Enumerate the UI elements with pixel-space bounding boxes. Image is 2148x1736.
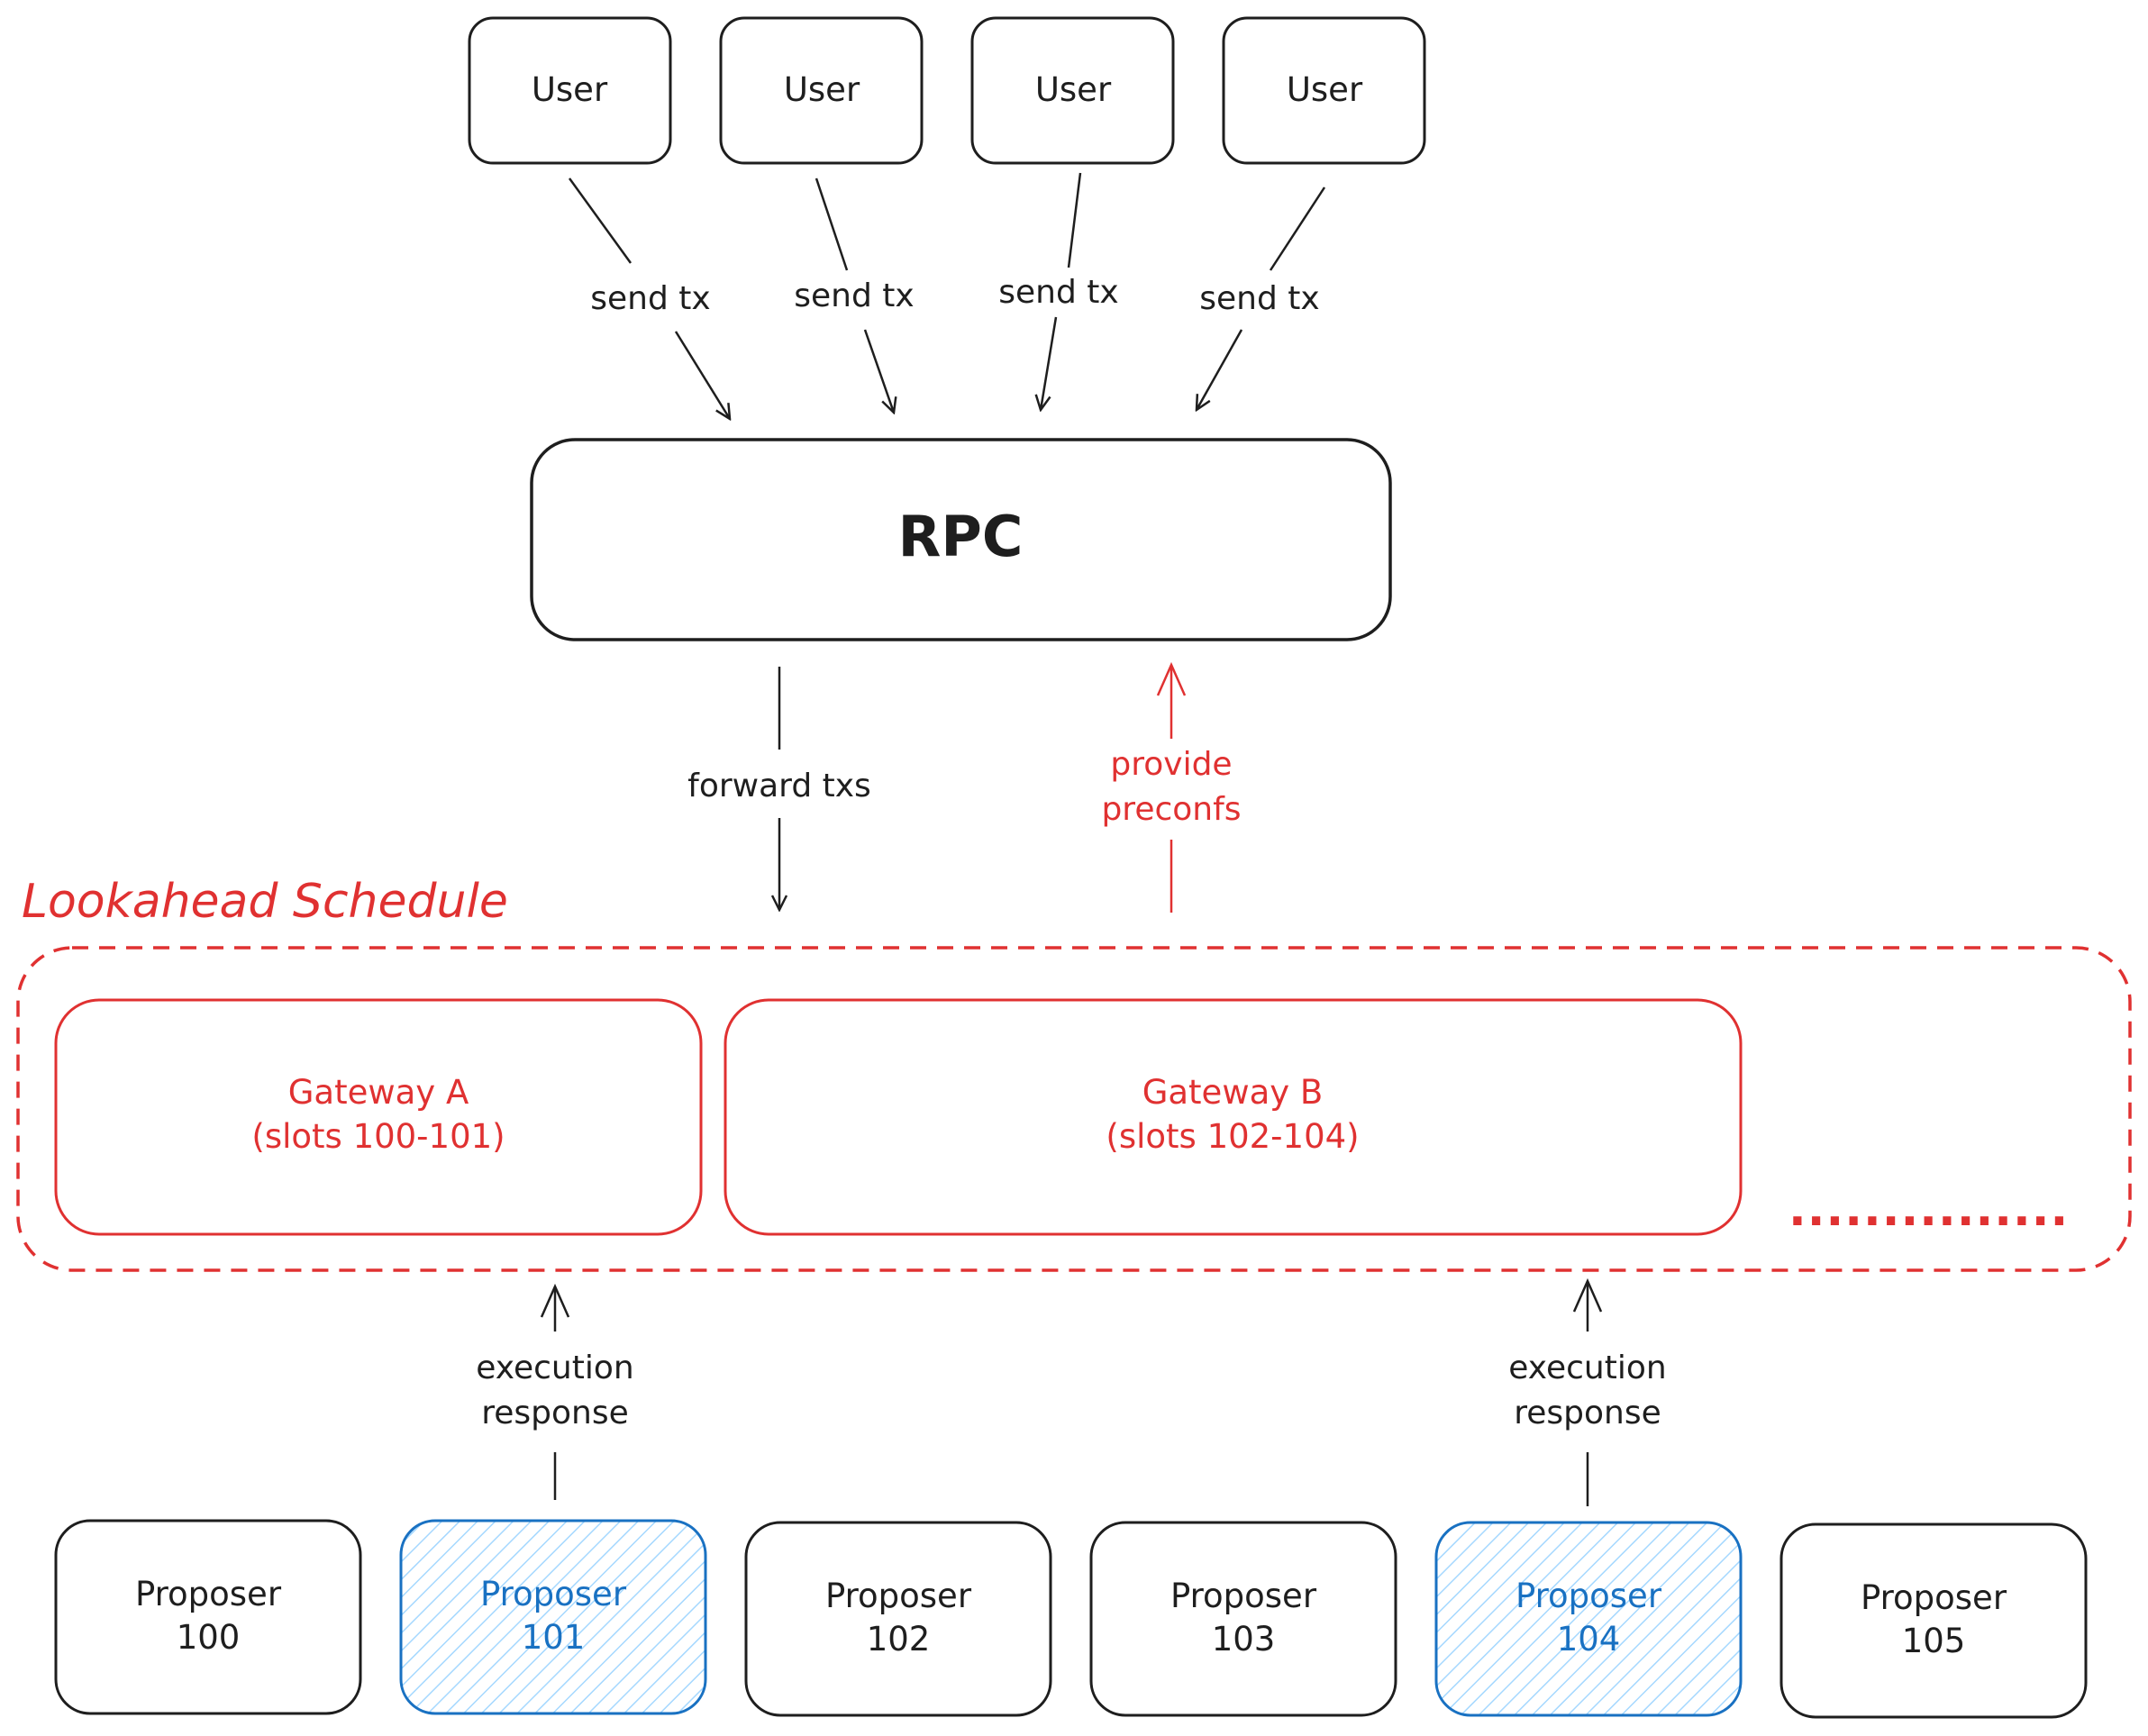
schedule-continuation-dots: ...............: [1788, 1183, 2069, 1237]
user-node-4: User: [1222, 16, 1426, 165]
proposer-label: Proposer: [1170, 1577, 1317, 1615]
proposer-node-101: Proposer 101: [399, 1519, 707, 1715]
gateway-b-slots: (slots 102-104): [1106, 1117, 1359, 1156]
proposer-node-104: Proposer 104: [1434, 1521, 1743, 1717]
proposer-number: 103: [1212, 1620, 1276, 1659]
execution-response-label-line1: execution: [1508, 1350, 1666, 1386]
proposer-label: Proposer: [480, 1575, 627, 1613]
proposer-node-103: Proposer 103: [1089, 1521, 1397, 1717]
provide-preconfs-arrow: provide preconfs: [1101, 661, 1242, 913]
proposer-node-100: Proposer 100: [54, 1519, 362, 1715]
gateway-b-name: Gateway B: [1142, 1073, 1324, 1112]
rpc-label: RPC: [898, 504, 1024, 569]
proposer-node-105: Proposer 105: [1779, 1522, 2088, 1719]
gateway-a: Gateway A (slots 100-101): [54, 998, 703, 1236]
user-node-label: User: [1035, 70, 1112, 109]
execution-response-label-line2: response: [1514, 1395, 1661, 1432]
user-node-label: User: [1287, 70, 1363, 109]
user-node-label: User: [532, 70, 608, 109]
send-tx-arrow-2: send tx: [794, 177, 915, 413]
send-tx-label: send tx: [794, 277, 914, 314]
execution-response-label-line1: execution: [476, 1350, 633, 1386]
proposer-node-102: Proposer 102: [744, 1521, 1052, 1717]
provide-preconfs-label-line2: preconfs: [1101, 791, 1241, 828]
send-tx-arrow-3: send tx: [998, 172, 1119, 410]
forward-txs-label: forward txs: [687, 768, 871, 804]
lookahead-schedule-title: Lookahead Schedule: [22, 875, 508, 929]
gateway-a-name: Gateway A: [288, 1073, 469, 1112]
execution-response-arrow-b: execution response: [1508, 1277, 1667, 1506]
gateway-a-slots: (slots 100-101): [251, 1117, 505, 1156]
execution-response-label-line2: response: [481, 1395, 629, 1432]
send-tx-arrow-4: send tx: [1197, 186, 1326, 410]
proposer-number: 100: [177, 1618, 241, 1657]
proposer-number: 102: [867, 1620, 931, 1659]
proposer-label: Proposer: [135, 1575, 282, 1613]
proposer-number: 101: [522, 1618, 586, 1657]
forward-txs-arrow: forward txs: [687, 667, 871, 910]
provide-preconfs-label-line1: provide: [1110, 746, 1232, 783]
gateway-b: Gateway B (slots 102-104): [724, 998, 1743, 1236]
proposer-label: Proposer: [1515, 1577, 1662, 1615]
send-tx-arrow-1: send tx: [568, 177, 730, 419]
send-tx-label: send tx: [590, 280, 710, 317]
send-tx-label: send tx: [1199, 280, 1319, 317]
user-node-1: User: [468, 16, 672, 165]
user-node-3: User: [970, 16, 1175, 165]
user-node-2: User: [719, 16, 924, 165]
send-tx-label: send tx: [998, 274, 1118, 311]
proposer-label: Proposer: [1861, 1578, 2007, 1617]
user-node-label: User: [784, 70, 860, 109]
rpc-node: RPC: [530, 438, 1392, 641]
proposer-number: 105: [1902, 1622, 1966, 1660]
lookahead-schedule: Lookahead Schedule Gateway A (slots 100-…: [16, 875, 2132, 1272]
proposer-number: 104: [1557, 1620, 1621, 1659]
execution-response-arrow-a: execution response: [476, 1283, 634, 1500]
proposer-label: Proposer: [825, 1577, 972, 1615]
